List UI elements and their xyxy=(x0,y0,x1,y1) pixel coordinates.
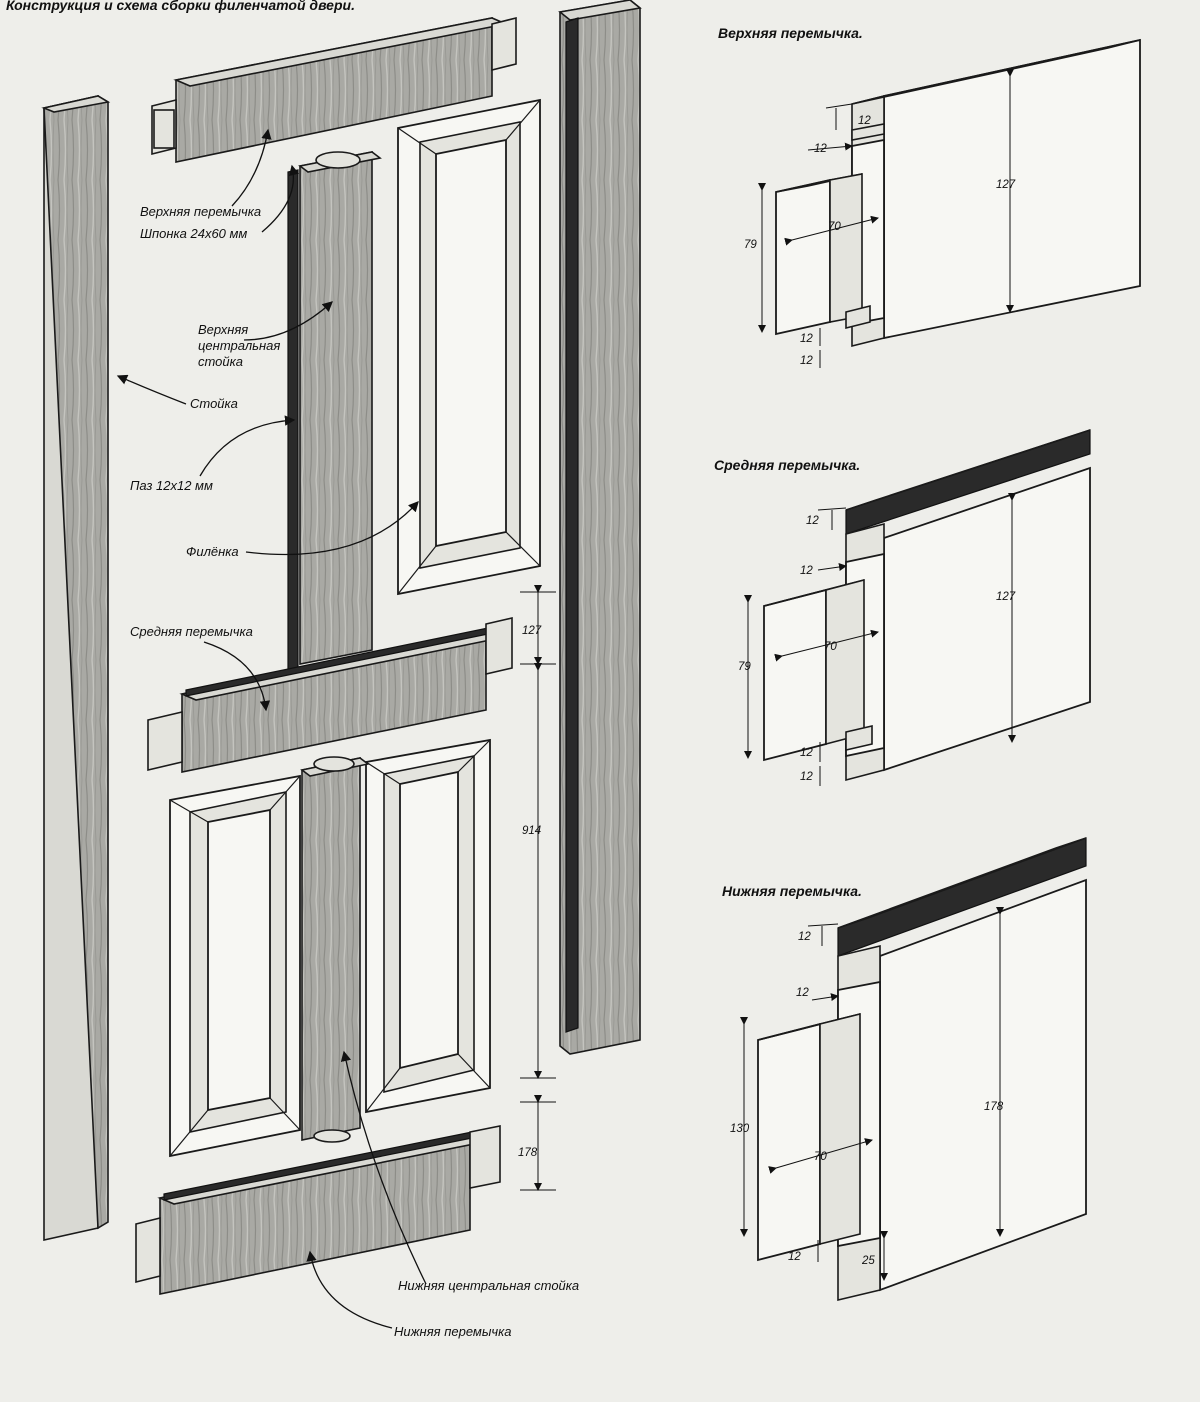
page-title: Конструкция и схема сборки филенчатой дв… xyxy=(6,0,355,13)
bottom-rail xyxy=(135,1125,501,1295)
label-stile: Стойка xyxy=(190,396,238,411)
door-exploded-view: 127 914 178 Верхняя перемычка Шпонка 24х… xyxy=(41,0,642,1339)
detail-middle-d12-b: 12 xyxy=(800,565,813,577)
label-upper-mullion-2: центральная xyxy=(198,338,280,353)
detail-top-d12-d: 12 xyxy=(800,355,813,367)
detail-top-d12-a: 12 xyxy=(858,115,871,127)
door-labels: Верхняя перемычка Шпонка 24х60 мм Верхня… xyxy=(130,204,579,1339)
label-middle-rail: Средняя перемычка xyxy=(130,624,253,639)
label-top-rail: Верхняя перемычка xyxy=(140,204,261,219)
lower-panel-left xyxy=(169,774,301,1158)
detail-bottom-d25: 25 xyxy=(861,1255,875,1267)
detail-bottom-d178: 178 xyxy=(984,1101,1004,1113)
detail-top-title: Верхняя перемычка. xyxy=(718,25,863,41)
detail-bottom-d70: 70 xyxy=(814,1151,827,1163)
detail-bottom-d12-c: 12 xyxy=(788,1251,801,1263)
upper-panel xyxy=(397,98,541,596)
detail-middle-d70: 70 xyxy=(824,641,837,653)
detail-middle-d127: 127 xyxy=(996,591,1016,603)
middle-rail xyxy=(147,616,513,773)
detail-middle-d79: 79 xyxy=(738,661,751,673)
detail-top-d79: 79 xyxy=(744,239,757,251)
detail-bottom-d12-a: 12 xyxy=(798,931,811,943)
label-bottom-rail: Нижняя перемычка xyxy=(394,1324,512,1339)
dim-178-door: 178 xyxy=(518,1147,538,1159)
detail-middle-d12-c: 12 xyxy=(800,747,813,759)
detail-middle-title: Средняя перемычка. xyxy=(714,457,860,473)
lower-mullion xyxy=(300,756,370,1143)
detail-bottom-d130: 130 xyxy=(730,1123,750,1135)
detail-middle-d12-d: 12 xyxy=(800,771,813,783)
label-groove: Паз 12х12 мм xyxy=(130,478,213,493)
top-rail xyxy=(151,16,517,163)
dim-914-door: 914 xyxy=(522,825,541,837)
detail-bottom-title: Нижняя перемычка. xyxy=(722,883,862,899)
detail-top-d12-c: 12 xyxy=(800,333,813,345)
detail-middle-d12-a: 12 xyxy=(806,515,819,527)
right-stile xyxy=(558,0,642,1055)
label-dowel: Шпонка 24х60 мм xyxy=(140,226,247,241)
detail-top-d12-b: 12 xyxy=(814,143,827,155)
detail-top-rail: Верхняя перемычка. 12 12 127 70 79 12 12 xyxy=(718,25,1141,368)
detail-middle-rail: Средняя перемычка. 12 12 127 70 79 12 12 xyxy=(714,429,1091,786)
leader-lines xyxy=(116,128,427,1329)
door-dimensions: 127 914 178 xyxy=(518,585,556,1191)
label-upper-mullion-3: стойка xyxy=(198,354,243,369)
label-lower-mullion: Нижняя центральная стойка xyxy=(398,1278,579,1293)
detail-bottom-rail: Нижняя перемычка. 12 12 178 70 130 12 25 xyxy=(722,837,1087,1302)
lower-panel-right xyxy=(365,738,491,1114)
label-upper-mullion-1: Верхняя xyxy=(198,322,248,337)
upper-mullion xyxy=(287,151,382,671)
label-panel: Филёнка xyxy=(186,544,239,559)
detail-top-d70: 70 xyxy=(828,221,841,233)
left-stile xyxy=(41,95,111,1241)
detail-top-d127: 127 xyxy=(996,179,1016,191)
detail-bottom-d12-b: 12 xyxy=(796,987,809,999)
dim-127-door: 127 xyxy=(522,625,542,637)
